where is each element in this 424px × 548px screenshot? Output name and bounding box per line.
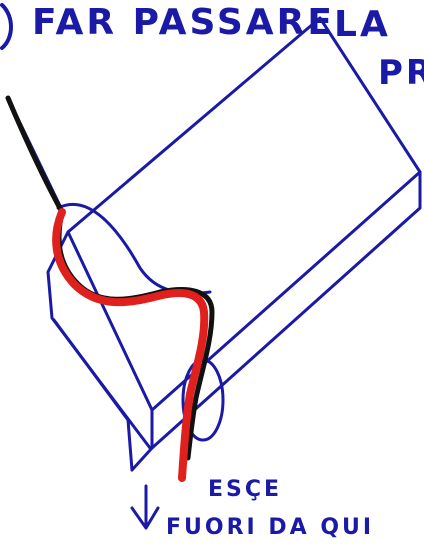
annotation-line-1: ESÇE	[208, 477, 282, 502]
strap-loop-line	[58, 204, 210, 293]
box-drawing	[48, 18, 420, 470]
annotation-line-2: FUORI DA QUI	[166, 515, 374, 540]
strap-black-band	[8, 98, 212, 458]
box-bottom-edge	[132, 448, 152, 470]
heading-text-cut: PR	[378, 53, 424, 93]
heading-text-right: LA	[334, 4, 391, 45]
heading-text-left: FAR PASSARE	[32, 2, 335, 43]
step-circle-fragment	[2, 5, 11, 48]
down-arrow-icon	[132, 486, 158, 528]
box-top-face	[68, 18, 420, 410]
